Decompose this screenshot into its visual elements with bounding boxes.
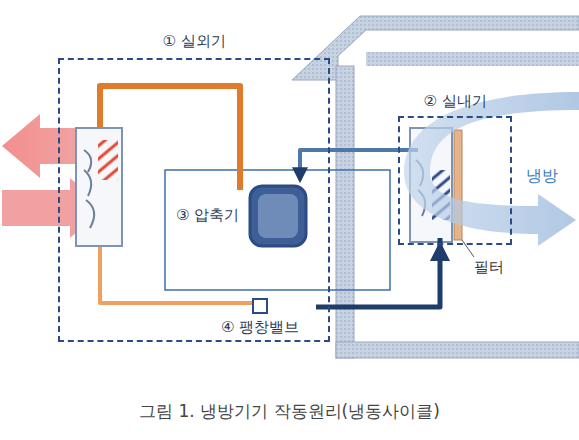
refrigerant-pipe	[316, 245, 440, 307]
refrigerant-pipe	[300, 150, 398, 180]
cooling-label: 냉방	[526, 166, 558, 185]
outdoor-unit: ① 실외기 ③ 압축기 ④ 팽창밸브	[58, 30, 338, 342]
expansion-valve: ④ 팽창밸브	[212, 296, 316, 340]
unit-frame	[58, 58, 330, 342]
compressor-shell	[258, 194, 298, 238]
figure-caption: 그림 1. 냉방기기 작동원리(냉동사이클)	[0, 400, 579, 423]
compressor: ③ 압축기	[172, 180, 310, 250]
valve-symbol	[252, 298, 268, 314]
refrigerant-loop	[165, 170, 390, 290]
indoor-unit: ② 실내기	[398, 90, 520, 245]
unit-label: ① 실외기	[58, 32, 330, 50]
filter-label: 필터	[474, 258, 504, 276]
house-wall	[292, 16, 579, 358]
outdoor-fan	[84, 150, 94, 228]
condenser-coil	[76, 128, 122, 246]
unit-label: ④ 팽창밸브	[212, 318, 308, 336]
unit-label: ② 실내기	[398, 92, 512, 110]
liquid-pipe	[100, 244, 258, 303]
unit-frame	[398, 116, 512, 245]
unit-label: ③ 압축기	[176, 206, 239, 224]
filter-leader	[462, 240, 474, 257]
compressor-body	[250, 186, 306, 246]
condenser-fins	[98, 140, 118, 180]
